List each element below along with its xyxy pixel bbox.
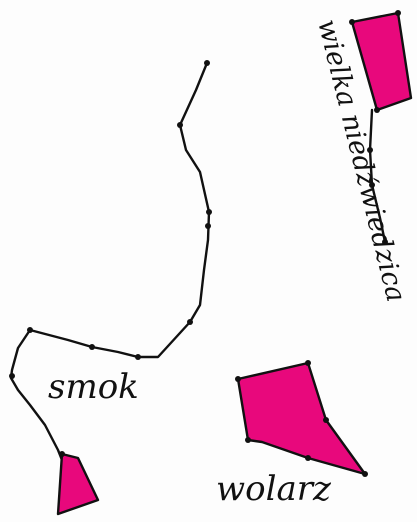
draco-star [204,60,210,66]
great-bear-star [395,10,401,16]
draco-star [206,209,212,215]
bootes-star [323,417,329,423]
bootes-constellation: wolarz [216,360,368,509]
draco-star [205,223,211,229]
bootes-star [305,360,311,366]
bootes-star [245,437,251,443]
bootes-star [305,455,311,461]
great-bear-star [349,19,355,25]
bootes-label: wolarz [216,469,332,509]
bootes-star [235,376,241,382]
draco-constellation: smok [9,60,212,514]
draco-label: smok [48,367,139,407]
draco-head [58,454,98,514]
bootes-body [238,363,365,474]
draco-star [59,451,65,457]
draco-star [135,354,141,360]
bootes-star [362,471,368,477]
great-bear-constellation: wielka niedźwiedzica [311,10,411,305]
draco-star [187,319,193,325]
draco-star [177,122,183,128]
draco-star [27,327,33,333]
draco-star [89,344,95,350]
draco-star [9,373,15,379]
great-bear-star [374,107,380,113]
